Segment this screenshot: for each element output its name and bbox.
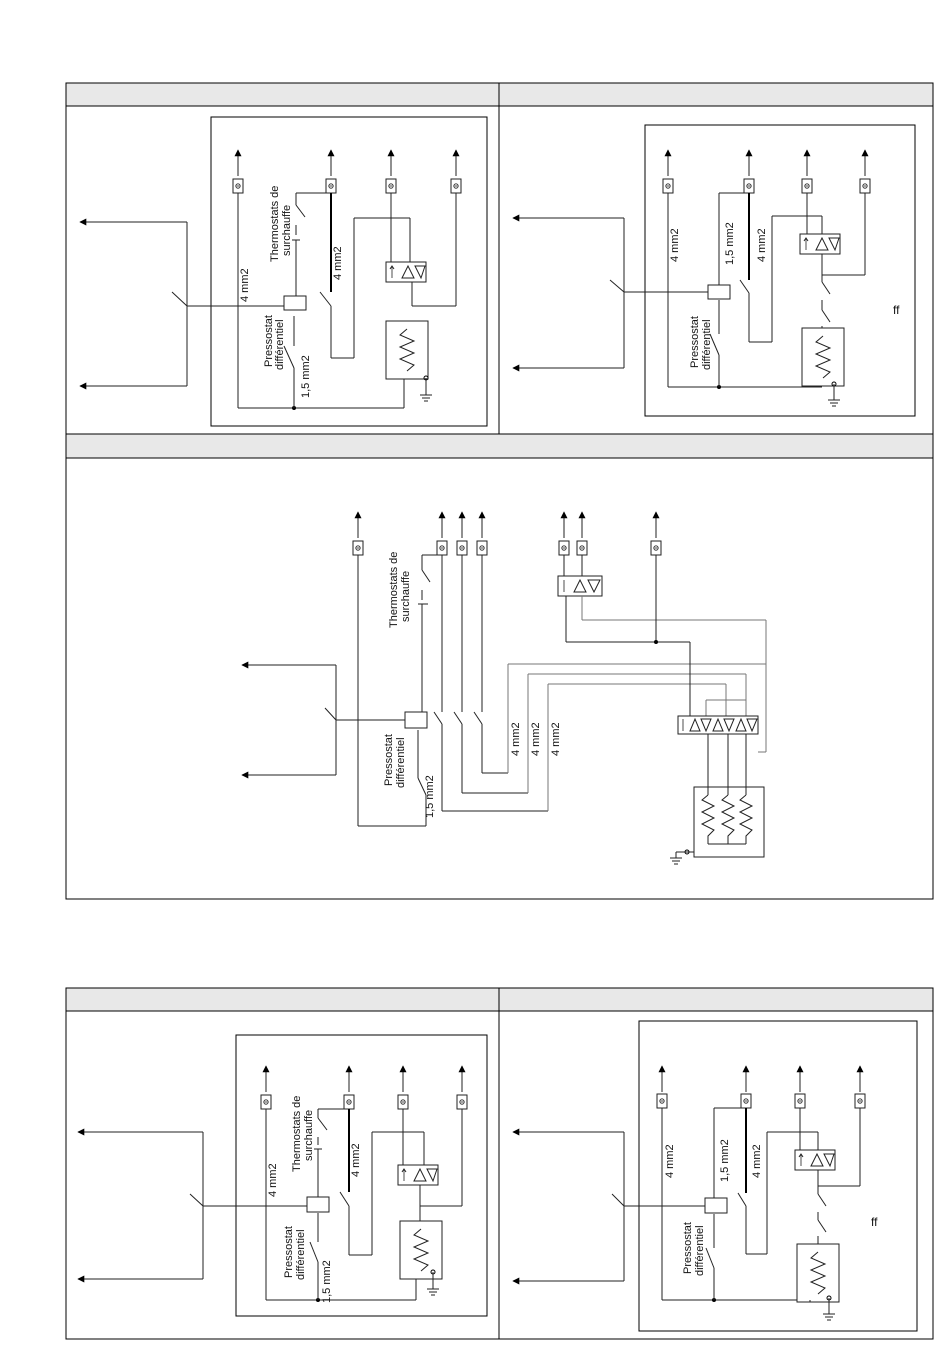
diagram-bottom-left: 4 mm2 4 mm2 1,5 mm2 Pressostat différent…	[77, 1034, 488, 1317]
label-1-5mm2: 1,5 mm2	[300, 355, 312, 398]
label-4mm2: 4 mm2	[751, 1144, 763, 1178]
diagram-top-right: 4 mm2 1,5 mm2 4 mm2 Pressostat différent…	[512, 124, 916, 417]
label-thermostats: Thermostats de	[269, 186, 281, 262]
diagram-middle: 4 mm2 4 mm2 4 mm2 1,5 mm2 Pressostat dif…	[241, 511, 767, 865]
label-4mm2: 4 mm2	[239, 268, 251, 302]
diagram-bottom-right: 4 mm2 1,5 mm2 4 mm2 Pressostat différent…	[512, 1020, 918, 1332]
label-4mm2: 4 mm2	[530, 722, 542, 756]
label-4mm2: 4 mm2	[332, 246, 344, 280]
label-4mm2: 4 mm2	[664, 1144, 676, 1178]
label-thermostats: Thermostats de	[388, 552, 400, 628]
diagram-top-left: 4 mm2 4 mm2 1,5 mm2 Pressostat différent…	[79, 116, 488, 427]
label-4mm2: 4 mm2	[550, 722, 562, 756]
label-pressostat: Pressostat	[682, 1222, 694, 1274]
label-pressostat: Pressostat	[263, 315, 275, 367]
label-pressostat: Pressostat	[383, 734, 395, 786]
label-4mm2: 4 mm2	[510, 722, 522, 756]
label-4mm2: 4 mm2	[756, 228, 768, 262]
label-surchauffe: surchauffe	[400, 571, 412, 622]
section-frames	[65, 82, 934, 1340]
label-1-5mm2: 1,5 mm2	[321, 1260, 333, 1303]
label-surchauffe: surchauffe	[281, 205, 293, 256]
label-differentiel: différentiel	[295, 1229, 307, 1280]
label-pressostat: Pressostat	[283, 1226, 295, 1278]
label-pressostat: Pressostat	[689, 316, 701, 368]
label-1-5mm2: 1,5 mm2	[719, 1139, 731, 1182]
label-differentiel: différentiel	[395, 737, 407, 788]
label-ff: ff	[893, 303, 900, 317]
label-4mm2: 4 mm2	[267, 1163, 279, 1197]
label-ff: ff	[871, 1215, 878, 1229]
label-differentiel: différentiel	[274, 319, 286, 370]
label-differentiel: différentiel	[701, 319, 713, 370]
label-thermostats: Thermostats de	[291, 1096, 303, 1172]
label-4mm2: 4 mm2	[350, 1143, 362, 1177]
label-differentiel: différentiel	[694, 1225, 706, 1276]
label-1-5mm2: 1,5 mm2	[724, 222, 736, 265]
label-surchauffe: surchauffe	[303, 1110, 315, 1161]
label-1-5mm2: 1,5 mm2	[424, 775, 436, 818]
label-4mm2: 4 mm2	[669, 228, 681, 262]
